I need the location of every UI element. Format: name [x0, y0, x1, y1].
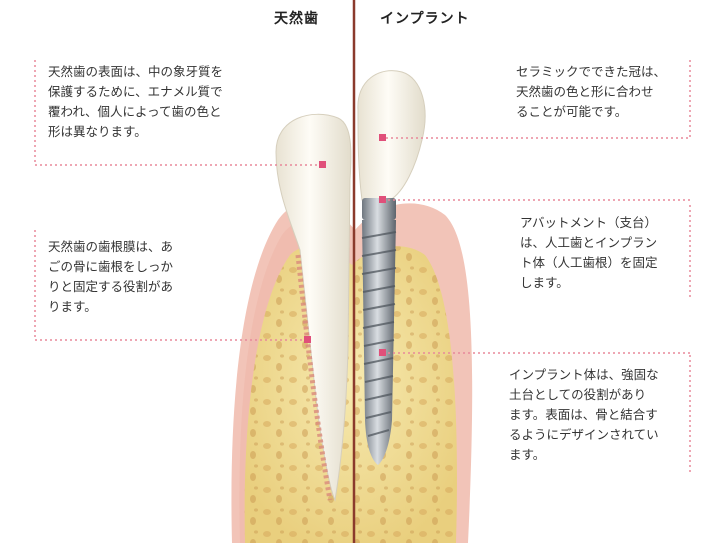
caption-implant-body: インプラント体は、強固な 土台としての役割があり ます。表面は、骨と結合す るよ…	[509, 367, 659, 462]
marker-natural-ligament	[304, 336, 311, 343]
caption-natural-surface: 天然歯の表面は、中の象牙質を 保護するために、エナメル質で 覆われ、個人によって…	[48, 64, 224, 139]
caption-natural-ligament: 天然歯の歯根膜は、あ ごの骨に歯根をしっか りと固定する役割があ ります。	[48, 239, 174, 314]
caption-implant-crown: セラミックでできた冠は、 天然歯の色と形に合わせ ることが可能です。	[516, 64, 667, 119]
abutment	[362, 198, 396, 220]
leader-natural-ligament	[34, 230, 308, 341]
periodontal-ligament	[295, 254, 333, 501]
heading-implant: インプラント	[380, 11, 470, 27]
caption-implant-abutment: アバットメント（支台） は、人工歯とインプラン ト体（人工歯根）を固定 します。	[520, 215, 658, 290]
leader-implant-crown	[383, 60, 691, 139]
marker-natural-surface	[319, 161, 326, 168]
marker-implant-abutment	[379, 196, 386, 203]
leader-natural-surface	[34, 60, 323, 166]
marker-implant-crown	[379, 134, 386, 141]
ceramic-crown	[357, 70, 426, 201]
heading-natural-tooth: 天然歯	[274, 11, 319, 27]
marker-implant-body	[379, 349, 386, 356]
natural-tooth	[275, 113, 352, 502]
